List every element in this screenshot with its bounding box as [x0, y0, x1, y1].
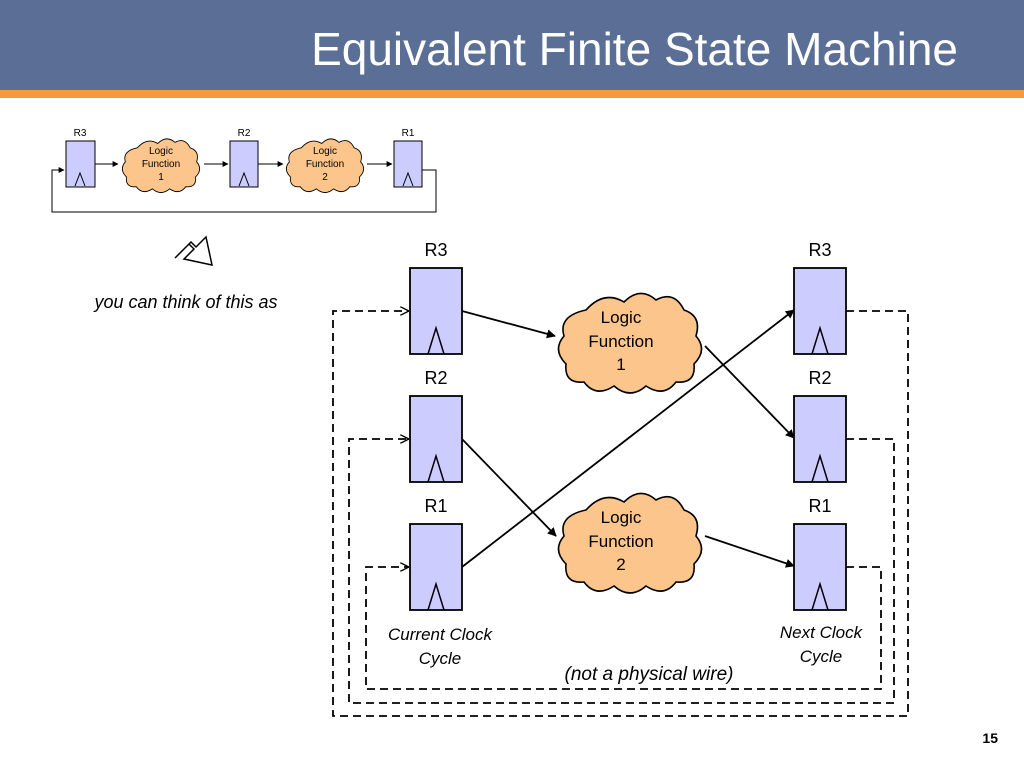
title-underline	[0, 90, 1024, 98]
small-logic-label: 2	[322, 172, 328, 183]
page-number: 15	[982, 730, 998, 746]
clock-triangle-icon	[402, 171, 414, 187]
small-register-label: R1	[402, 128, 415, 139]
current-cycle-caption: Current Clock	[388, 625, 493, 644]
feedback-loops	[332, 311, 909, 717]
logic-label: Logic	[601, 508, 642, 527]
title-bar	[0, 0, 1024, 90]
register-current-r1: R1	[409, 496, 463, 611]
wire-r1-to-next-r3	[461, 309, 795, 568]
feedback-loop-r1	[365, 567, 882, 690]
current-cycle-caption: Cycle	[419, 649, 462, 668]
register-label: R2	[808, 368, 831, 388]
register-next-r1: R1	[793, 496, 847, 611]
small-register-label: R3	[74, 128, 87, 139]
small-register-r3: R3	[65, 128, 96, 188]
logic-label: 2	[616, 555, 625, 574]
logic-cloud-1	[557, 292, 703, 394]
logic-label: Function	[588, 332, 653, 351]
logic-label: Logic	[601, 308, 642, 327]
page-title: Equivalent Finite State Machine	[311, 23, 958, 75]
clock-triangle-icon	[427, 325, 445, 355]
register-current-r3: R3	[409, 240, 463, 355]
cloud-shape	[121, 138, 201, 194]
wire-note: (not a physical wire)	[565, 664, 734, 685]
cloud-shape	[557, 292, 703, 394]
clock-triangle-icon	[427, 453, 445, 483]
logic-wires	[461, 309, 795, 568]
small-logic-label: Function	[306, 159, 344, 170]
register-label: R3	[808, 240, 831, 260]
register-label: R1	[808, 496, 831, 516]
small-feedback-wire	[51, 167, 437, 213]
small-circuit: R3 R2 R1 Logic Function 1 Logic Function…	[51, 128, 437, 213]
wire-logic1-to-next-r2	[704, 345, 795, 439]
feedback-loop-r3	[332, 311, 909, 717]
logic-label: Function	[588, 532, 653, 551]
current-registers: R3 R2 R1	[409, 240, 463, 611]
wire-r3-to-logic1	[461, 310, 556, 339]
feedback-loop-r2	[348, 439, 895, 704]
next-cycle-caption: Cycle	[800, 647, 843, 666]
logic-label: 1	[616, 355, 625, 374]
cloud-shape	[285, 138, 365, 194]
clock-triangle-icon	[74, 171, 86, 187]
register-next-r2: R2	[793, 368, 847, 483]
register-label: R3	[424, 240, 447, 260]
clock-triangle-icon	[811, 325, 829, 355]
small-logic-cloud-1	[121, 138, 201, 194]
register-label: R1	[424, 496, 447, 516]
next-cycle-caption: Next Clock	[780, 623, 864, 642]
register-label: R2	[424, 368, 447, 388]
small-logic-label: Logic	[149, 146, 173, 157]
logic-cloud-2	[557, 492, 703, 594]
next-registers: R3 R2 R1	[793, 240, 847, 611]
clock-triangle-icon	[238, 171, 250, 187]
clock-triangle-icon	[427, 581, 445, 611]
small-register-label: R2	[238, 128, 251, 139]
small-logic-label: Logic	[313, 146, 337, 157]
small-logic-label: 1	[158, 172, 164, 183]
wire-r2-to-logic2	[461, 438, 557, 537]
clock-triangle-icon	[811, 581, 829, 611]
register-current-r2: R2	[409, 368, 463, 483]
wire-logic2-to-next-r1	[704, 535, 795, 568]
small-register-r1: R1	[393, 128, 423, 188]
cloud-shape	[557, 492, 703, 594]
annotation-text: you can think of this as	[92, 292, 277, 312]
clock-triangle-icon	[811, 453, 829, 483]
small-logic-cloud-2	[285, 138, 365, 194]
small-register-r2: R2	[229, 128, 259, 188]
down-right-arrow-icon	[174, 235, 213, 266]
register-next-r3: R3	[793, 240, 847, 355]
small-logic-label: Function	[142, 159, 180, 170]
